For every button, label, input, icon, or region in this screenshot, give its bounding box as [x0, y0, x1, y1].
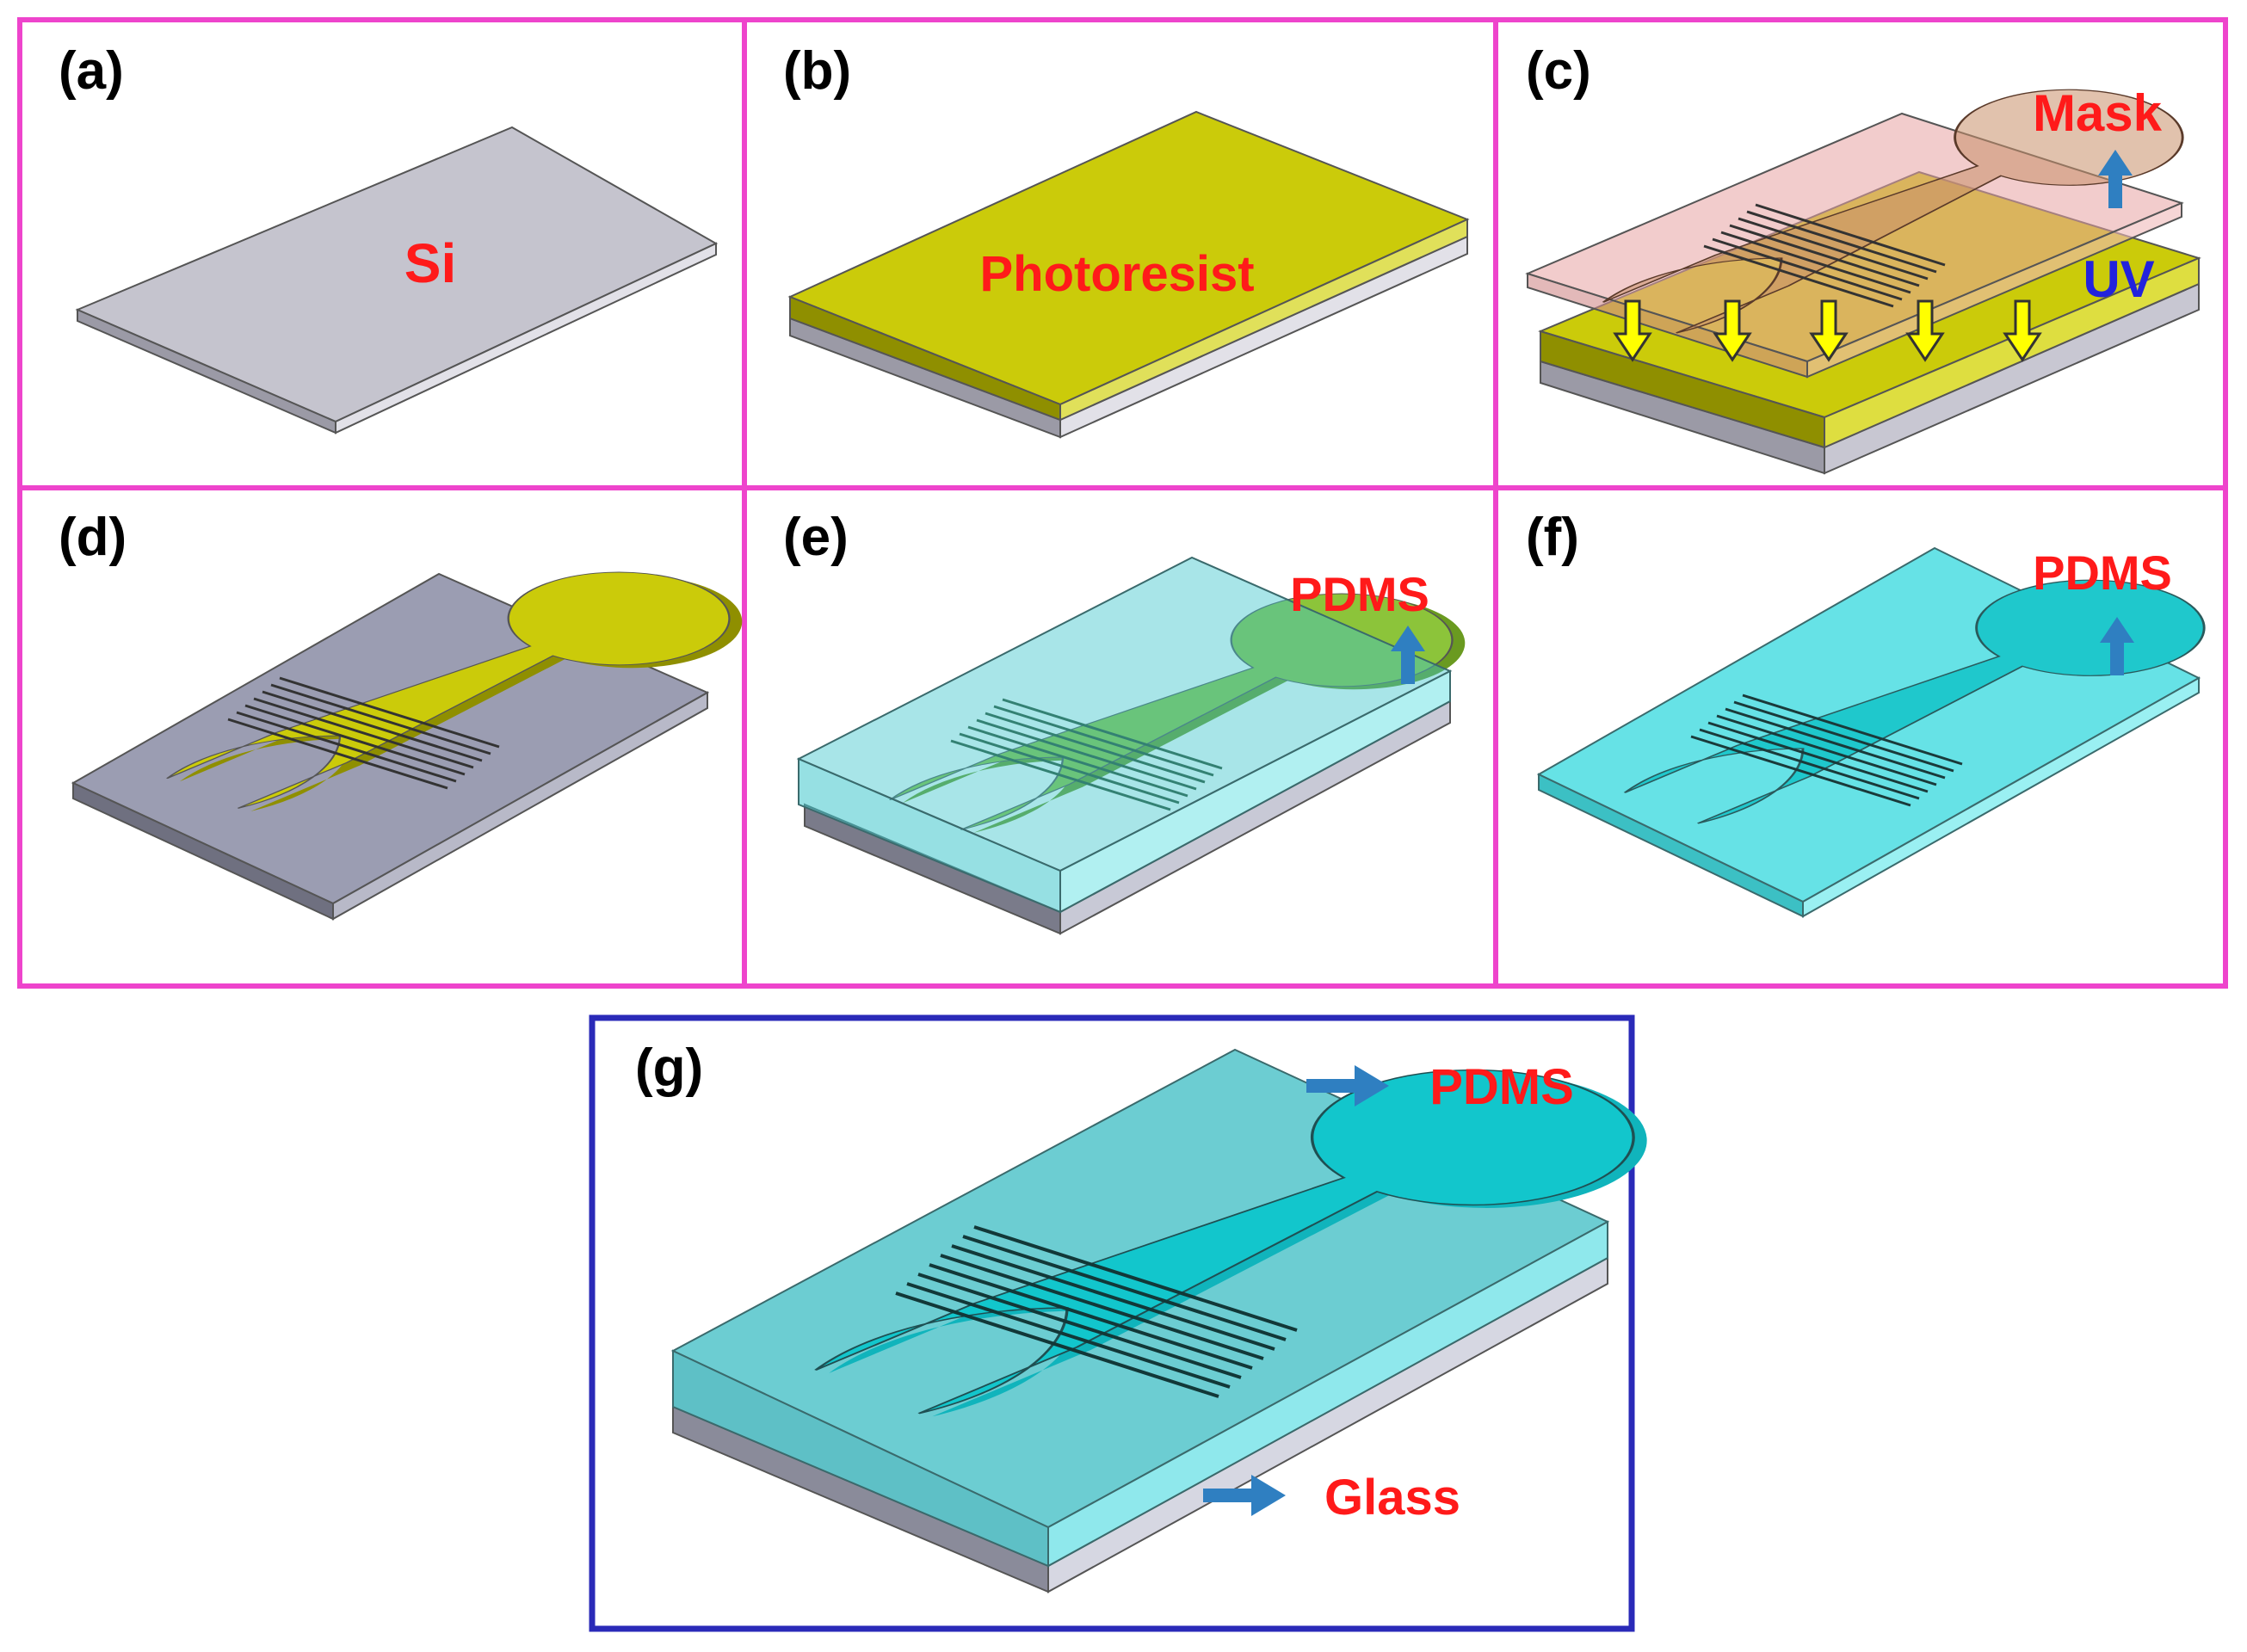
panel-a: (a) Si: [59, 41, 719, 435]
panel-d-tag: (d): [59, 508, 127, 567]
panel-d: (d): [59, 508, 787, 919]
mask-electrode-lines: [1703, 203, 1946, 308]
panel-frames: [17, 17, 2228, 989]
panel-f-tag: (f): [1526, 508, 1579, 567]
photoresist-side: [1059, 218, 1468, 422]
photoresist-label: Photoresist: [979, 246, 1254, 302]
imprint-electrode-lines: [1690, 693, 1963, 807]
si-substrate-side: [332, 691, 708, 921]
panel-b-tag: (b): [783, 41, 851, 101]
mold-electrode-lines: [950, 698, 1223, 811]
glass-label: Glass: [1324, 1470, 1460, 1526]
uv-label: UV: [2083, 250, 2154, 308]
pdms-slab-side: [1802, 676, 2200, 918]
panel-g-tag: (g): [635, 1039, 703, 1098]
panel-c-tag: (c): [1526, 41, 1591, 101]
panel-e: (e) PDMS: [783, 508, 1510, 934]
panel-f: (f) PDMS: [1526, 508, 2247, 916]
photoresist-layer-side: [1824, 256, 2200, 449]
panel-a-tag: (a): [59, 41, 124, 101]
pdms-side: [1059, 669, 1451, 914]
panel-e-tag: (e): [783, 508, 849, 567]
mask-side: [1806, 201, 2182, 379]
pdms-side: [1047, 1220, 1608, 1568]
si-wafer-top: [75, 126, 719, 423]
pdms-label: PDMS: [1429, 1059, 1574, 1115]
pdms-arrow-icon: [1306, 1065, 1389, 1106]
panel-g-frame: [589, 1014, 1635, 1632]
panel-c: (c): [1526, 41, 2230, 475]
si-wafer-side: [335, 242, 717, 435]
mask-label: Mask: [2033, 84, 2163, 142]
mold-electrode-lines: [227, 676, 500, 790]
panel-g: (g) PDMS Glass: [635, 1039, 1713, 1593]
pdms-label: PDMS: [1290, 567, 1429, 621]
panel-b: (b) Photoresist: [783, 41, 1470, 439]
channel-electrode-lines: [895, 1225, 1298, 1398]
si-label: Si: [404, 232, 456, 294]
pdms-label: PDMS: [2033, 546, 2172, 600]
glass-arrow-icon: [1203, 1475, 1286, 1516]
